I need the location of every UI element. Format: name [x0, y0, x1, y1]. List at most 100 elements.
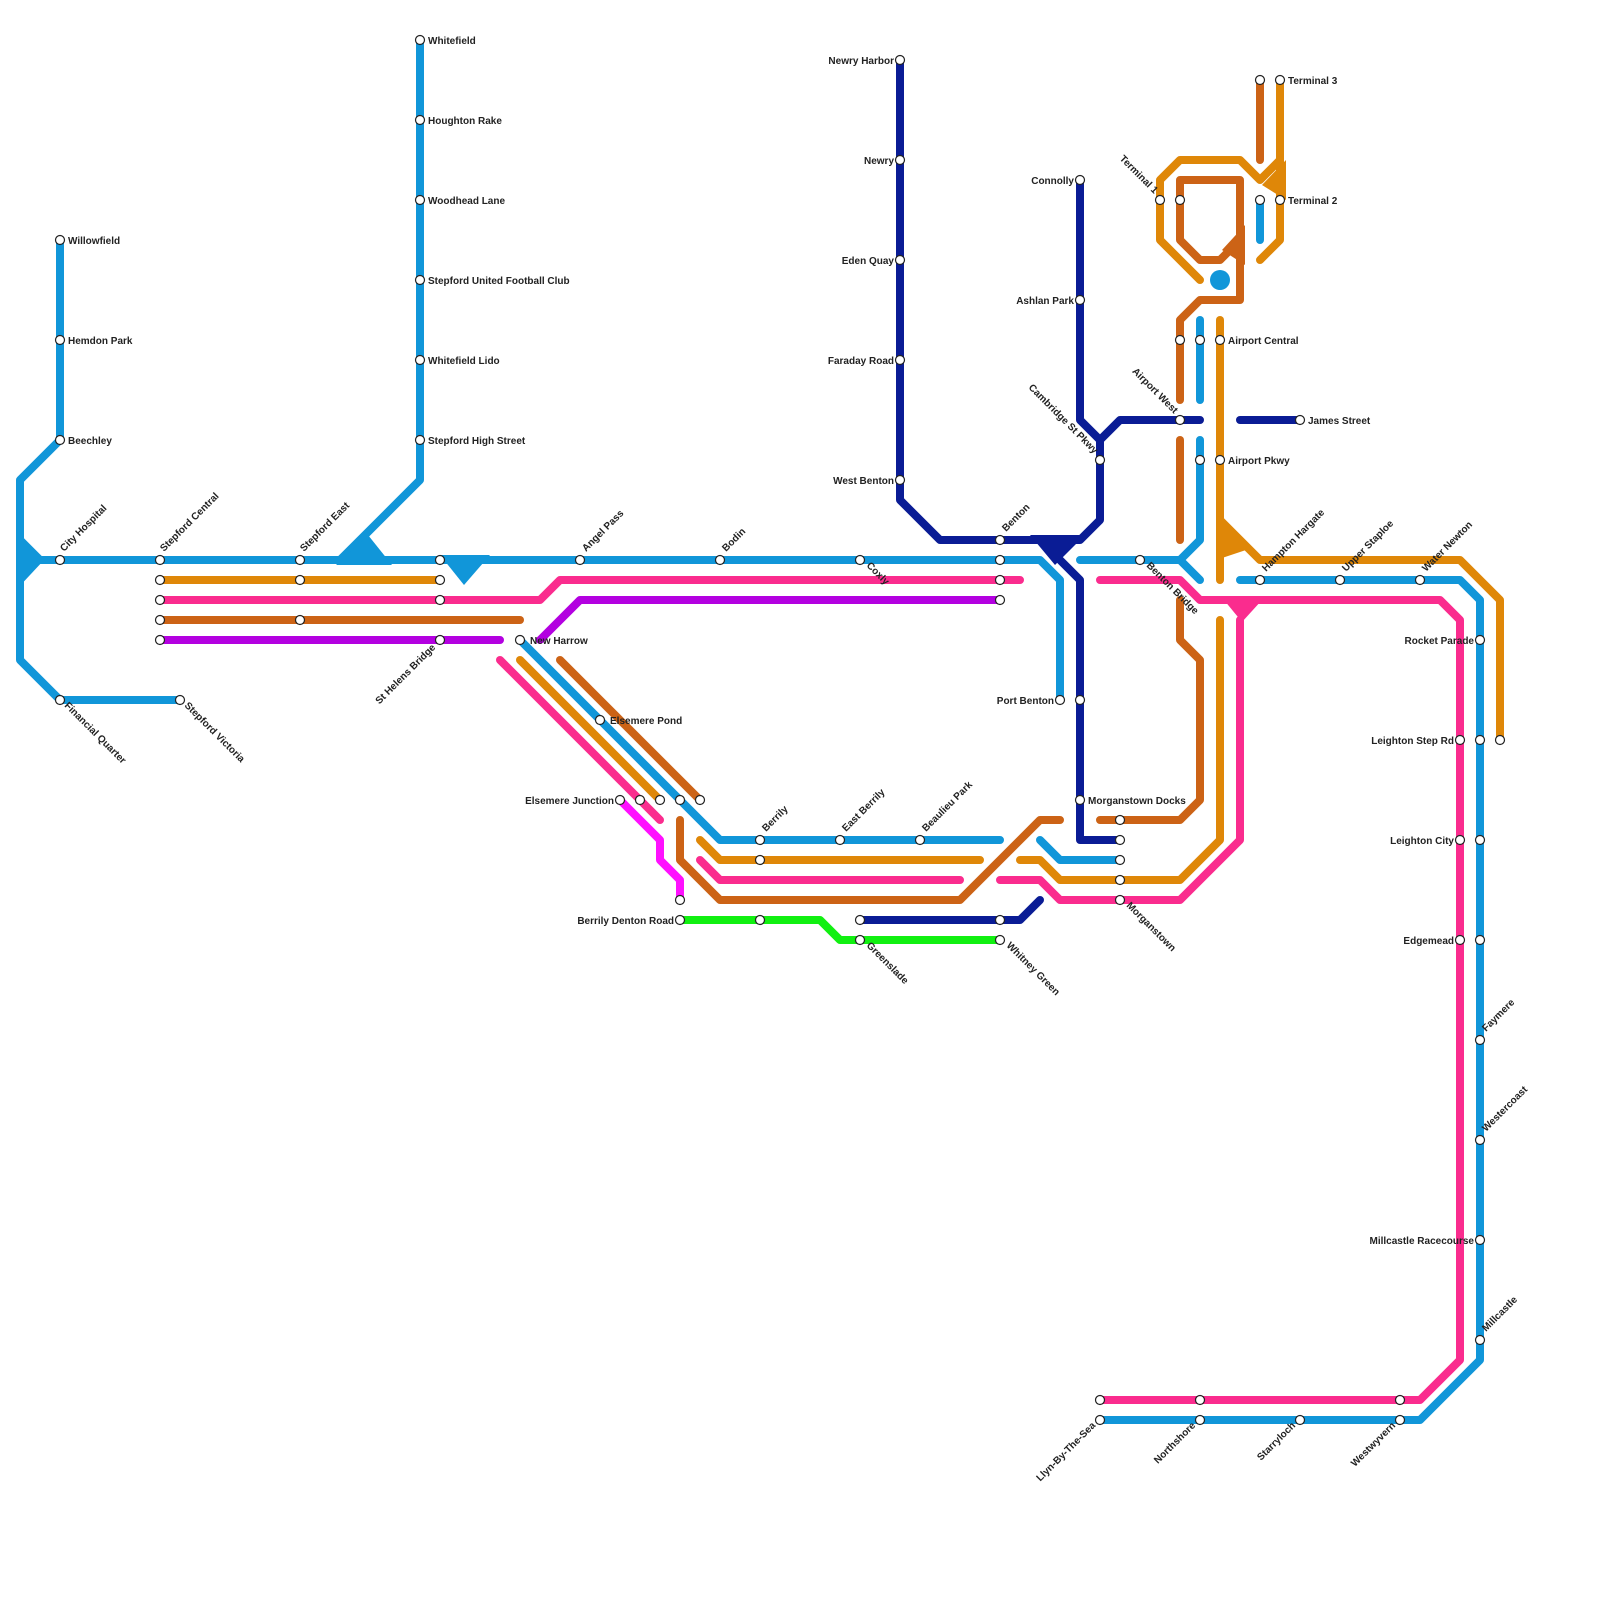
line-brown-south — [556, 656, 704, 804]
label-houghton-rake: Houghton Rake — [428, 116, 502, 127]
junction-fills — [16, 160, 1286, 622]
station-marker — [894, 154, 906, 166]
line-blue-new-harrow — [516, 636, 1004, 844]
station-marker — [1194, 454, 1206, 466]
label-terminal-2: Terminal 2 — [1288, 196, 1338, 207]
junction-terminal-orange — [1262, 160, 1286, 200]
station-marker — [694, 794, 706, 806]
label-west-benton: West Benton — [833, 476, 894, 487]
station-marker — [1474, 734, 1486, 746]
label-terminal-3: Terminal 3 — [1288, 76, 1338, 87]
line-blue-benton-bridge-spur — [1176, 556, 1204, 584]
label-elsemere-pond: Elsemere Pond — [610, 716, 682, 727]
station-marker — [854, 914, 866, 926]
line-blue-east — [1096, 576, 1484, 1424]
station-marker — [154, 594, 166, 606]
station-marker — [1254, 74, 1266, 86]
label-upper-staploe: Upper Staploe — [1340, 518, 1396, 574]
station-marker — [754, 834, 766, 846]
label-rocket-parade: Rocket Parade — [1405, 636, 1475, 647]
station-marker — [1214, 334, 1226, 346]
line-blue-morganstown — [1036, 836, 1124, 864]
junction-stepford-east — [336, 535, 392, 565]
line-pink-berrily — [696, 856, 964, 884]
station-marker — [1114, 874, 1126, 886]
label-whitney-green: Whitney Green — [1004, 940, 1062, 998]
label-east-berrily: East Berrily — [840, 787, 887, 834]
station-marker — [514, 634, 526, 646]
station-marker — [434, 634, 446, 646]
label-faraday-road: Faraday Road — [828, 356, 894, 367]
station-marker — [674, 894, 686, 906]
station-marker — [54, 234, 66, 246]
station-marker — [1274, 74, 1286, 86]
station-marker — [434, 574, 446, 586]
label-bodin: Bodin — [720, 526, 748, 554]
label-cambridge-st-pkwy: Cambridge St Pkwy — [1026, 382, 1100, 456]
label-new-harrow: New Harrow — [530, 636, 588, 647]
label-city-hospital: City Hospital — [58, 503, 109, 554]
label-terminal-1: Terminal 1 — [1117, 153, 1160, 196]
junction-hampton-orange — [1216, 515, 1246, 560]
station-marker — [654, 794, 666, 806]
station-marker — [414, 34, 426, 46]
station-marker — [1454, 934, 1466, 946]
label-millcastle-racecourse: Millcastle Racecourse — [1370, 1236, 1475, 1247]
line-magenta — [616, 796, 684, 904]
line-blue-willowfield — [16, 236, 184, 704]
station-marker — [294, 574, 306, 586]
label-stepford-high-street: Stepford High Street — [428, 436, 526, 447]
station-marker — [834, 834, 846, 846]
station-marker — [914, 834, 926, 846]
station-marker — [1474, 834, 1486, 846]
line-navy-main — [896, 56, 1204, 544]
station-marker — [994, 554, 1006, 566]
junction-benton — [1030, 535, 1085, 565]
station-marker — [1214, 454, 1226, 466]
station-marker — [1114, 894, 1126, 906]
label-airport-pkwy: Airport Pkwy — [1228, 456, 1290, 467]
station-marker — [414, 274, 426, 286]
station-marker — [894, 354, 906, 366]
label-benton: Benton — [1000, 502, 1032, 534]
station-marker — [1074, 694, 1086, 706]
station-marker — [1114, 814, 1126, 826]
station-marker — [1154, 194, 1166, 206]
stations — [54, 34, 1506, 1426]
station-marker — [54, 554, 66, 566]
station-marker — [994, 914, 1006, 926]
junction-airport-blue — [1210, 270, 1230, 290]
station-marker — [1194, 334, 1206, 346]
label-willowfield: Willowfield — [68, 236, 120, 247]
line-navy-whitney — [856, 896, 1044, 924]
station-marker — [594, 714, 606, 726]
station-marker — [894, 474, 906, 486]
label-airport-central: Airport Central — [1228, 336, 1299, 347]
label-faymere: Faymere — [1480, 997, 1517, 1034]
label-newry-harbor: Newry Harbor — [828, 56, 894, 67]
line-pink-benton-bridge — [1096, 576, 1464, 1404]
station-marker — [994, 534, 1006, 546]
label-westwyvern: Westwyvern — [1349, 1420, 1398, 1469]
label-greenslade: Greenslade — [864, 940, 911, 987]
station-marker — [634, 794, 646, 806]
station-marker — [994, 594, 1006, 606]
label-berrily: Berrily — [760, 804, 790, 834]
label-newry: Newry — [864, 156, 894, 167]
station-marker — [1414, 574, 1426, 586]
station-marker — [174, 694, 186, 706]
station-marker — [1454, 834, 1466, 846]
label-morganstown: Morganstown — [1124, 900, 1178, 954]
station-marker — [1174, 194, 1186, 206]
label-llyn-by-the-sea: Llyn-By-The-Sea — [1035, 1420, 1099, 1484]
line-green — [676, 916, 1004, 944]
pink-lines — [156, 576, 1464, 1404]
station-marker — [294, 554, 306, 566]
station-marker — [1134, 554, 1146, 566]
label-starryloch: Starryloch — [1255, 1420, 1298, 1463]
line-orange-berrily — [696, 836, 984, 864]
line-pink-south — [496, 656, 664, 824]
station-marker — [1474, 634, 1486, 646]
station-marker — [154, 554, 166, 566]
